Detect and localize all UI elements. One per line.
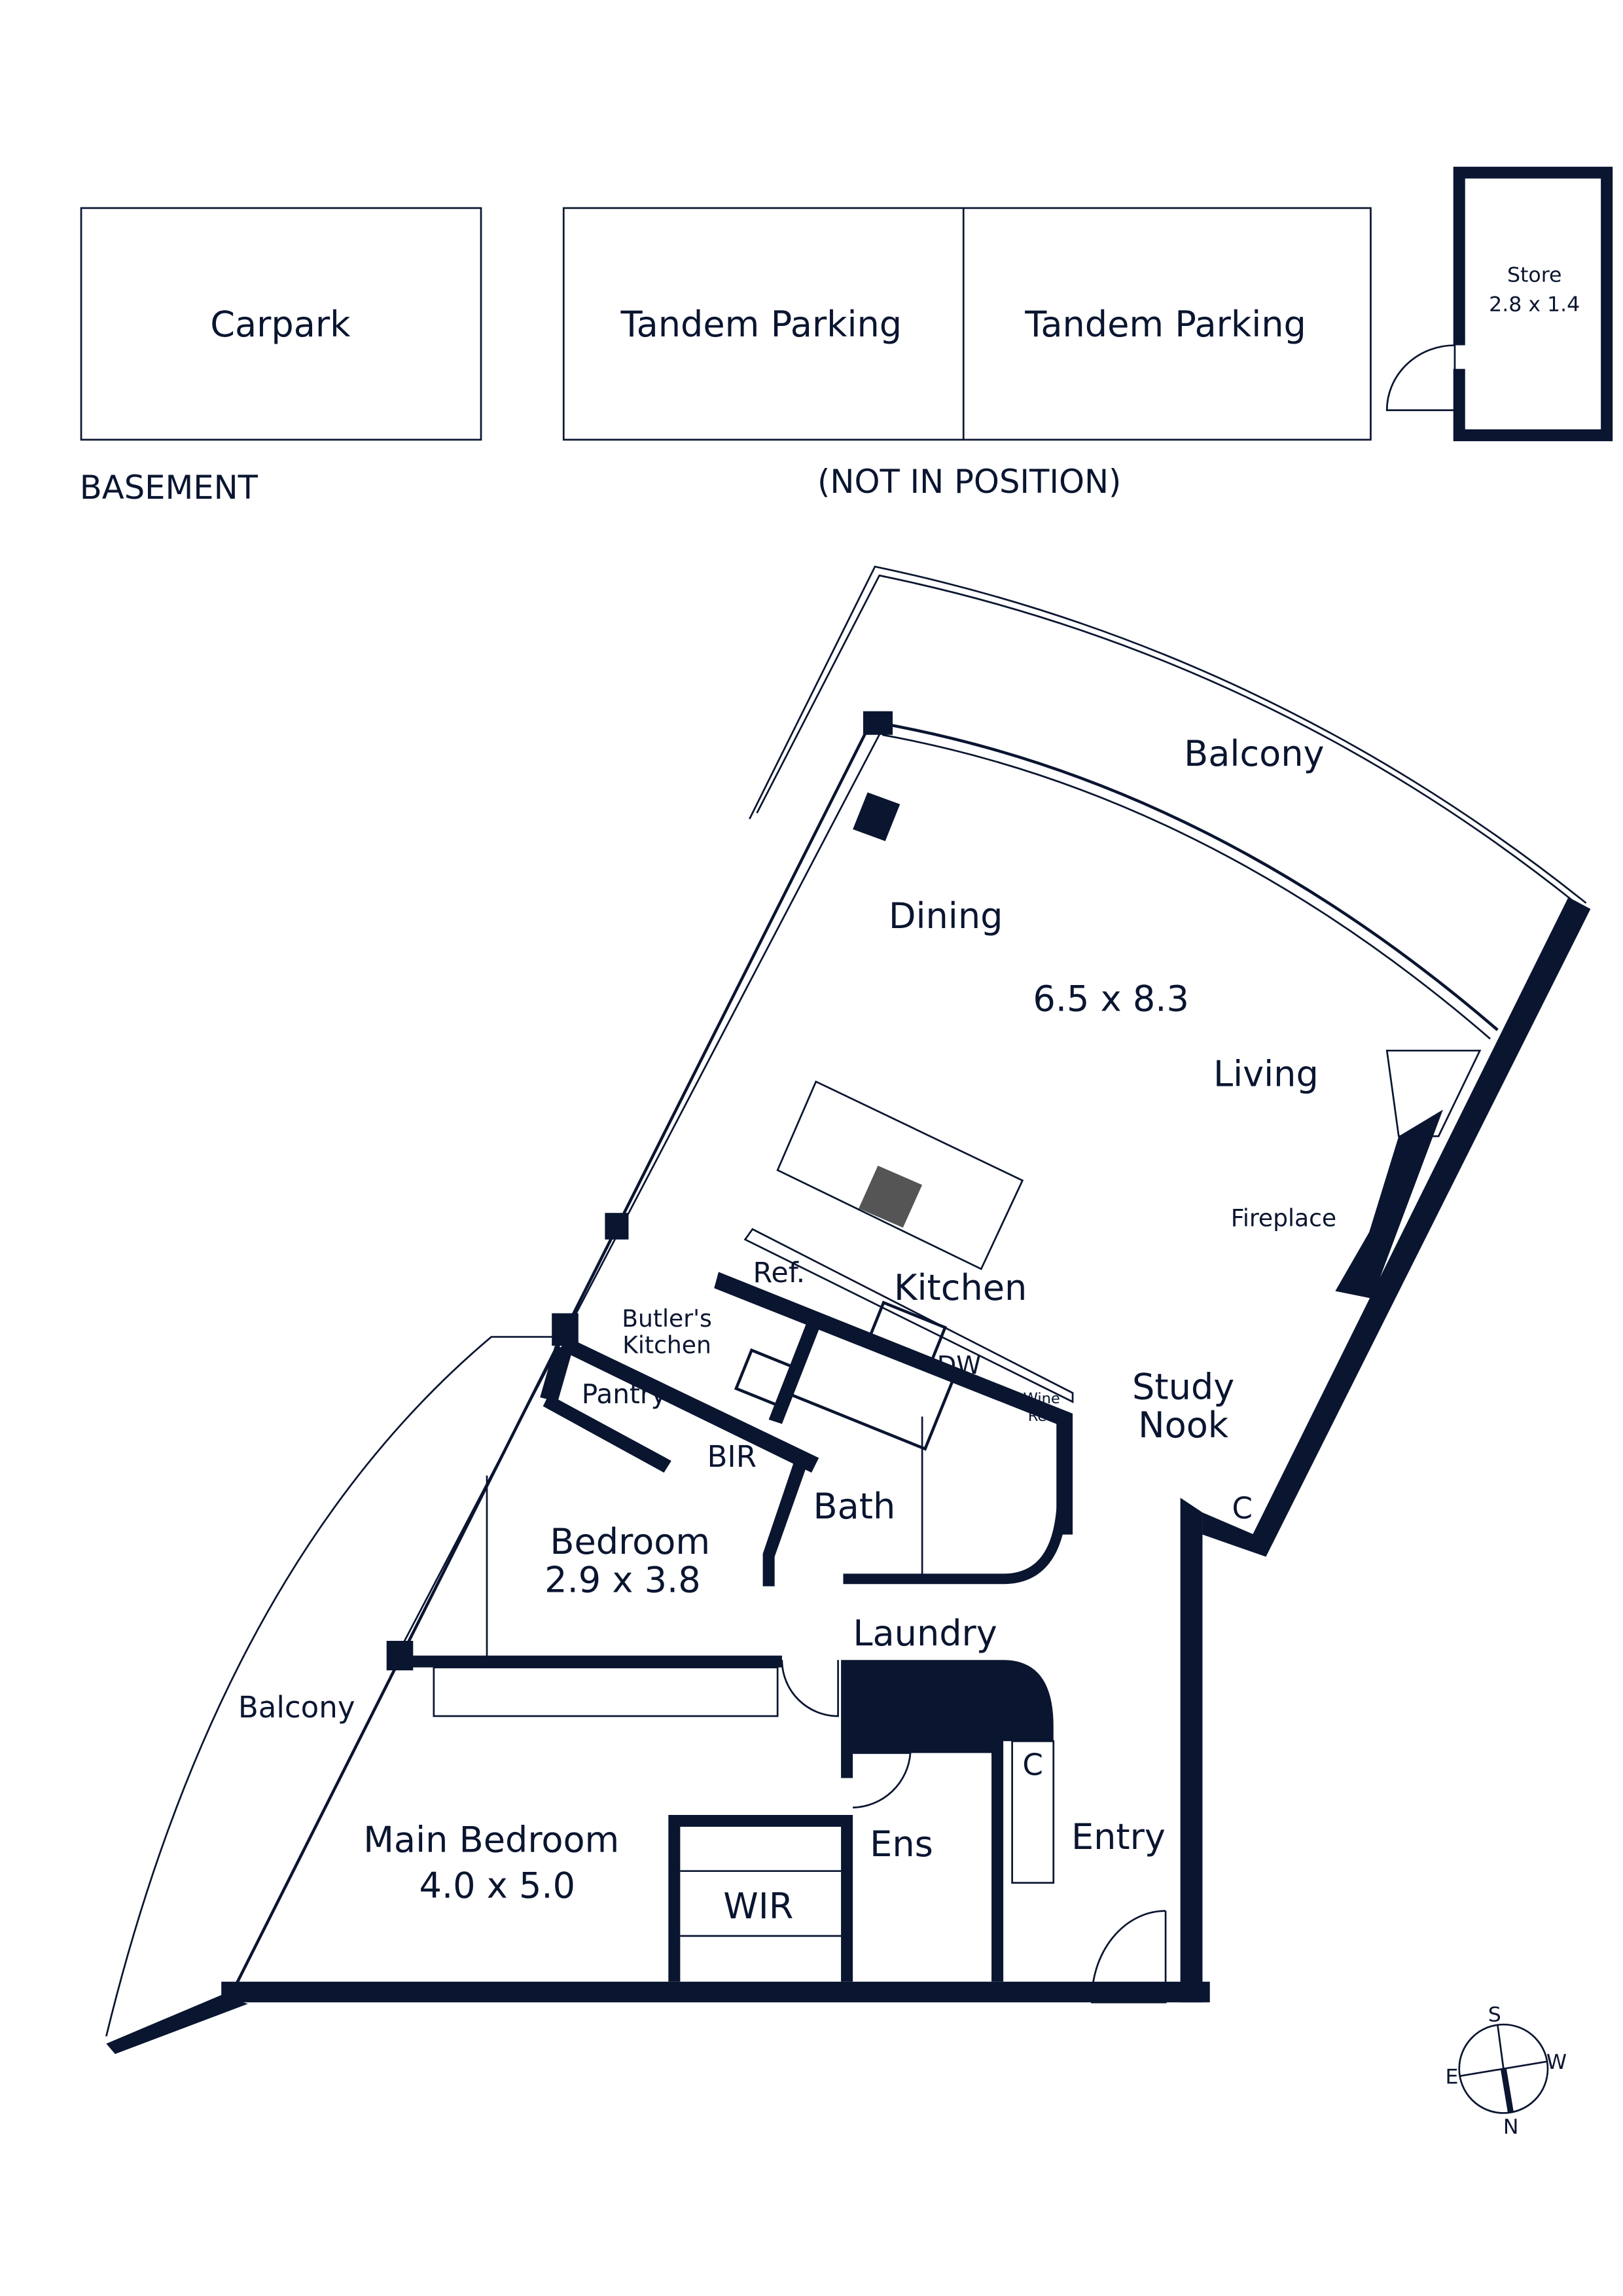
pantry-label: Pantry (582, 1378, 667, 1410)
cooktop-icon (859, 1166, 923, 1228)
column (853, 792, 901, 842)
wd-label: W/D (856, 1701, 896, 1723)
main-bedroom-label: Main Bedroom (363, 1819, 619, 1860)
carpark-bay (80, 207, 482, 441)
wine-ref-label-1: Wine (1024, 1390, 1060, 1407)
butlers-kitchen-label-1: Butler's (622, 1305, 711, 1333)
wall-corner (1202, 1512, 1266, 1557)
bath-wall (843, 1418, 1068, 1585)
cupboard-c (1011, 1740, 1055, 1884)
kitchen-wall (714, 1272, 1073, 1535)
kitchen-bench (743, 1228, 1074, 1403)
robe (433, 1666, 779, 1717)
double-sink-icon (866, 1300, 948, 1368)
ensuite-door-swing (853, 1751, 912, 1809)
ref-label: Ref. (753, 1257, 806, 1289)
pantry-wall-left (540, 1346, 573, 1402)
apartment-plan: Balcony Dining 6.5 x 8.3 Living Fireplac… (105, 565, 1591, 2054)
store-door-swing (1385, 344, 1456, 412)
entry-wall (1180, 1498, 1203, 2003)
bir-label: BIR (707, 1439, 757, 1474)
store-size: 2.8 x 1.4 (1489, 293, 1580, 317)
study-nook-label-2: Nook (1138, 1405, 1229, 1446)
kitchen-island (776, 1080, 1024, 1270)
bedroom-label: Bedroom (550, 1521, 710, 1562)
west-window-inner (397, 728, 883, 1653)
wine-ref-label-2: Ref. (1028, 1408, 1056, 1425)
tandem-parking-label-2: Tandem Parking (1024, 304, 1306, 345)
laundry-label: Laundry (853, 1613, 997, 1654)
living-size: 6.5 x 8.3 (1033, 978, 1188, 1019)
cupboard-label-1: C (1232, 1491, 1253, 1526)
balcony-top-label: Balcony (1184, 733, 1324, 774)
not-in-position-note: (NOT IN POSITION) (817, 463, 1121, 501)
carpark-label: Carpark (210, 304, 351, 345)
ensuite-label: Ens (870, 1823, 933, 1865)
cupboard-label-2: C (1022, 1748, 1043, 1782)
balcony-left-edge (106, 1995, 248, 2054)
study-nook-label-1: Study (1132, 1366, 1234, 1407)
balcony-left-label: Balcony (238, 1690, 355, 1725)
compass-w: W (1546, 2051, 1567, 2074)
pantry-wall-bottom (543, 1394, 671, 1473)
balcony-top-inner (756, 574, 1577, 904)
east-wall (1248, 897, 1591, 1557)
compass-e: E (1445, 2065, 1458, 2089)
entry-door[interactable] (1090, 1910, 1167, 2003)
compass-n: N (1503, 2115, 1519, 2139)
sink-icon (734, 1348, 798, 1408)
butlers-kitchen-label-2: Kitchen (622, 1331, 711, 1359)
kitchen-label: Kitchen (894, 1267, 1027, 1308)
pantry-wall (560, 1335, 819, 1473)
tandem-parking-bays (562, 207, 1372, 441)
main-bedroom-size: 4.0 x 5.0 (419, 1865, 575, 1906)
wir-label: WIR (723, 1886, 793, 1927)
south-wall (221, 1981, 1210, 2003)
bedroom-size: 2.9 x 3.8 (544, 1560, 700, 1601)
bedroom-wall (406, 1655, 782, 1668)
dining-label: Dining (889, 895, 1003, 937)
wall-post (605, 1213, 629, 1240)
balcony-top-outline (749, 565, 1587, 904)
living-label: Living (1213, 1053, 1319, 1094)
basement-label: BASEMENT (80, 469, 259, 507)
laundry-walls (841, 1660, 1054, 1982)
dw-label: DW (937, 1351, 981, 1380)
basement-section: Carpark Tandem Parking Tandem Parking St… (80, 166, 1613, 507)
curved-window-inner (882, 734, 1491, 1040)
entry-label: Entry (1071, 1816, 1166, 1857)
balcony-left-outline (105, 1336, 561, 2037)
bir-wall (762, 1453, 809, 1587)
compass-s: S (1488, 2003, 1501, 2027)
bath-label: Bath (813, 1486, 895, 1527)
fireplace-label: Fireplace (1231, 1204, 1336, 1232)
compass-icon: S W E N (1445, 2003, 1567, 2139)
fireplace-chimney (1335, 1109, 1443, 1299)
bedroom-door-swing (781, 1660, 839, 1717)
fireplace-hearth (1385, 1049, 1482, 1138)
store-label: Store (1507, 264, 1561, 287)
tandem-parking-label-1: Tandem Parking (620, 304, 902, 345)
curved-window (879, 721, 1499, 1031)
laundry-sink-icon (953, 1685, 1001, 1730)
